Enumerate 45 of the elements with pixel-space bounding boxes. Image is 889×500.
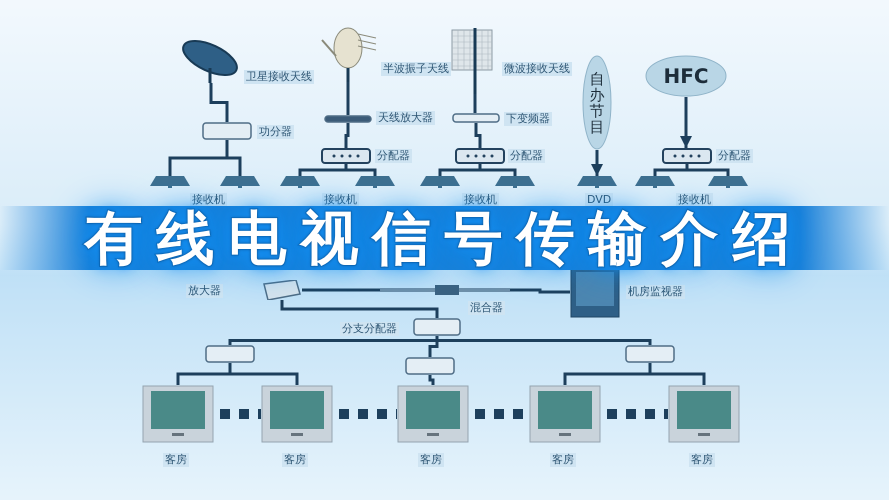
splitter-icon: [205, 345, 255, 363]
title: 有线电视信号传输介绍: [0, 206, 889, 270]
splitter-icon: [413, 318, 461, 336]
device-label: 功分器: [257, 125, 294, 139]
connector-line: [474, 123, 482, 148]
tv-icon: [261, 385, 333, 443]
arrow: [680, 97, 692, 148]
device-label: 分配器: [508, 149, 545, 163]
connector-line: [228, 363, 298, 385]
device-label: 分配器: [716, 149, 753, 163]
connector-line: [648, 363, 706, 385]
device-label: 微波接收天线: [502, 62, 572, 76]
tv-icon: [397, 385, 469, 443]
device-label: 客房: [550, 453, 576, 467]
device-label: 客房: [418, 453, 444, 467]
oval-node: HFC: [645, 55, 727, 97]
tv-icon: [668, 385, 740, 443]
distributor-icon: [321, 148, 371, 164]
connector-line: [210, 83, 228, 122]
distributor-icon: [455, 148, 505, 164]
device-label: 分配器: [375, 149, 412, 163]
device-label: 卫星接收天线: [244, 70, 314, 84]
oval-node: 自办节目: [582, 55, 612, 150]
connector-line: [436, 336, 652, 345]
connector-line: [228, 336, 438, 345]
tv-icon: [142, 385, 214, 443]
connector-line: [346, 82, 350, 115]
splitter-icon: [405, 357, 455, 375]
connector-line: [344, 123, 350, 148]
device-label: 客房: [163, 453, 189, 467]
connector-line: [474, 94, 476, 113]
device-label: 下变频器: [504, 112, 552, 126]
device-label: 天线放大器: [376, 111, 435, 125]
device-label: 客房: [689, 453, 715, 467]
device-label: 客房: [282, 453, 308, 467]
distributor-icon: [662, 148, 712, 164]
device-label: 分支分配器: [340, 322, 399, 336]
device-label: 混合器: [468, 301, 505, 315]
splitter-icon: [202, 122, 252, 140]
splitter-icon: [625, 345, 675, 363]
tv-icon: [529, 385, 601, 443]
amplifier-icon: [324, 115, 372, 123]
device-label: 半波振子天线: [381, 62, 451, 76]
downconverter-icon: [452, 113, 500, 123]
connector-line: [428, 375, 434, 385]
